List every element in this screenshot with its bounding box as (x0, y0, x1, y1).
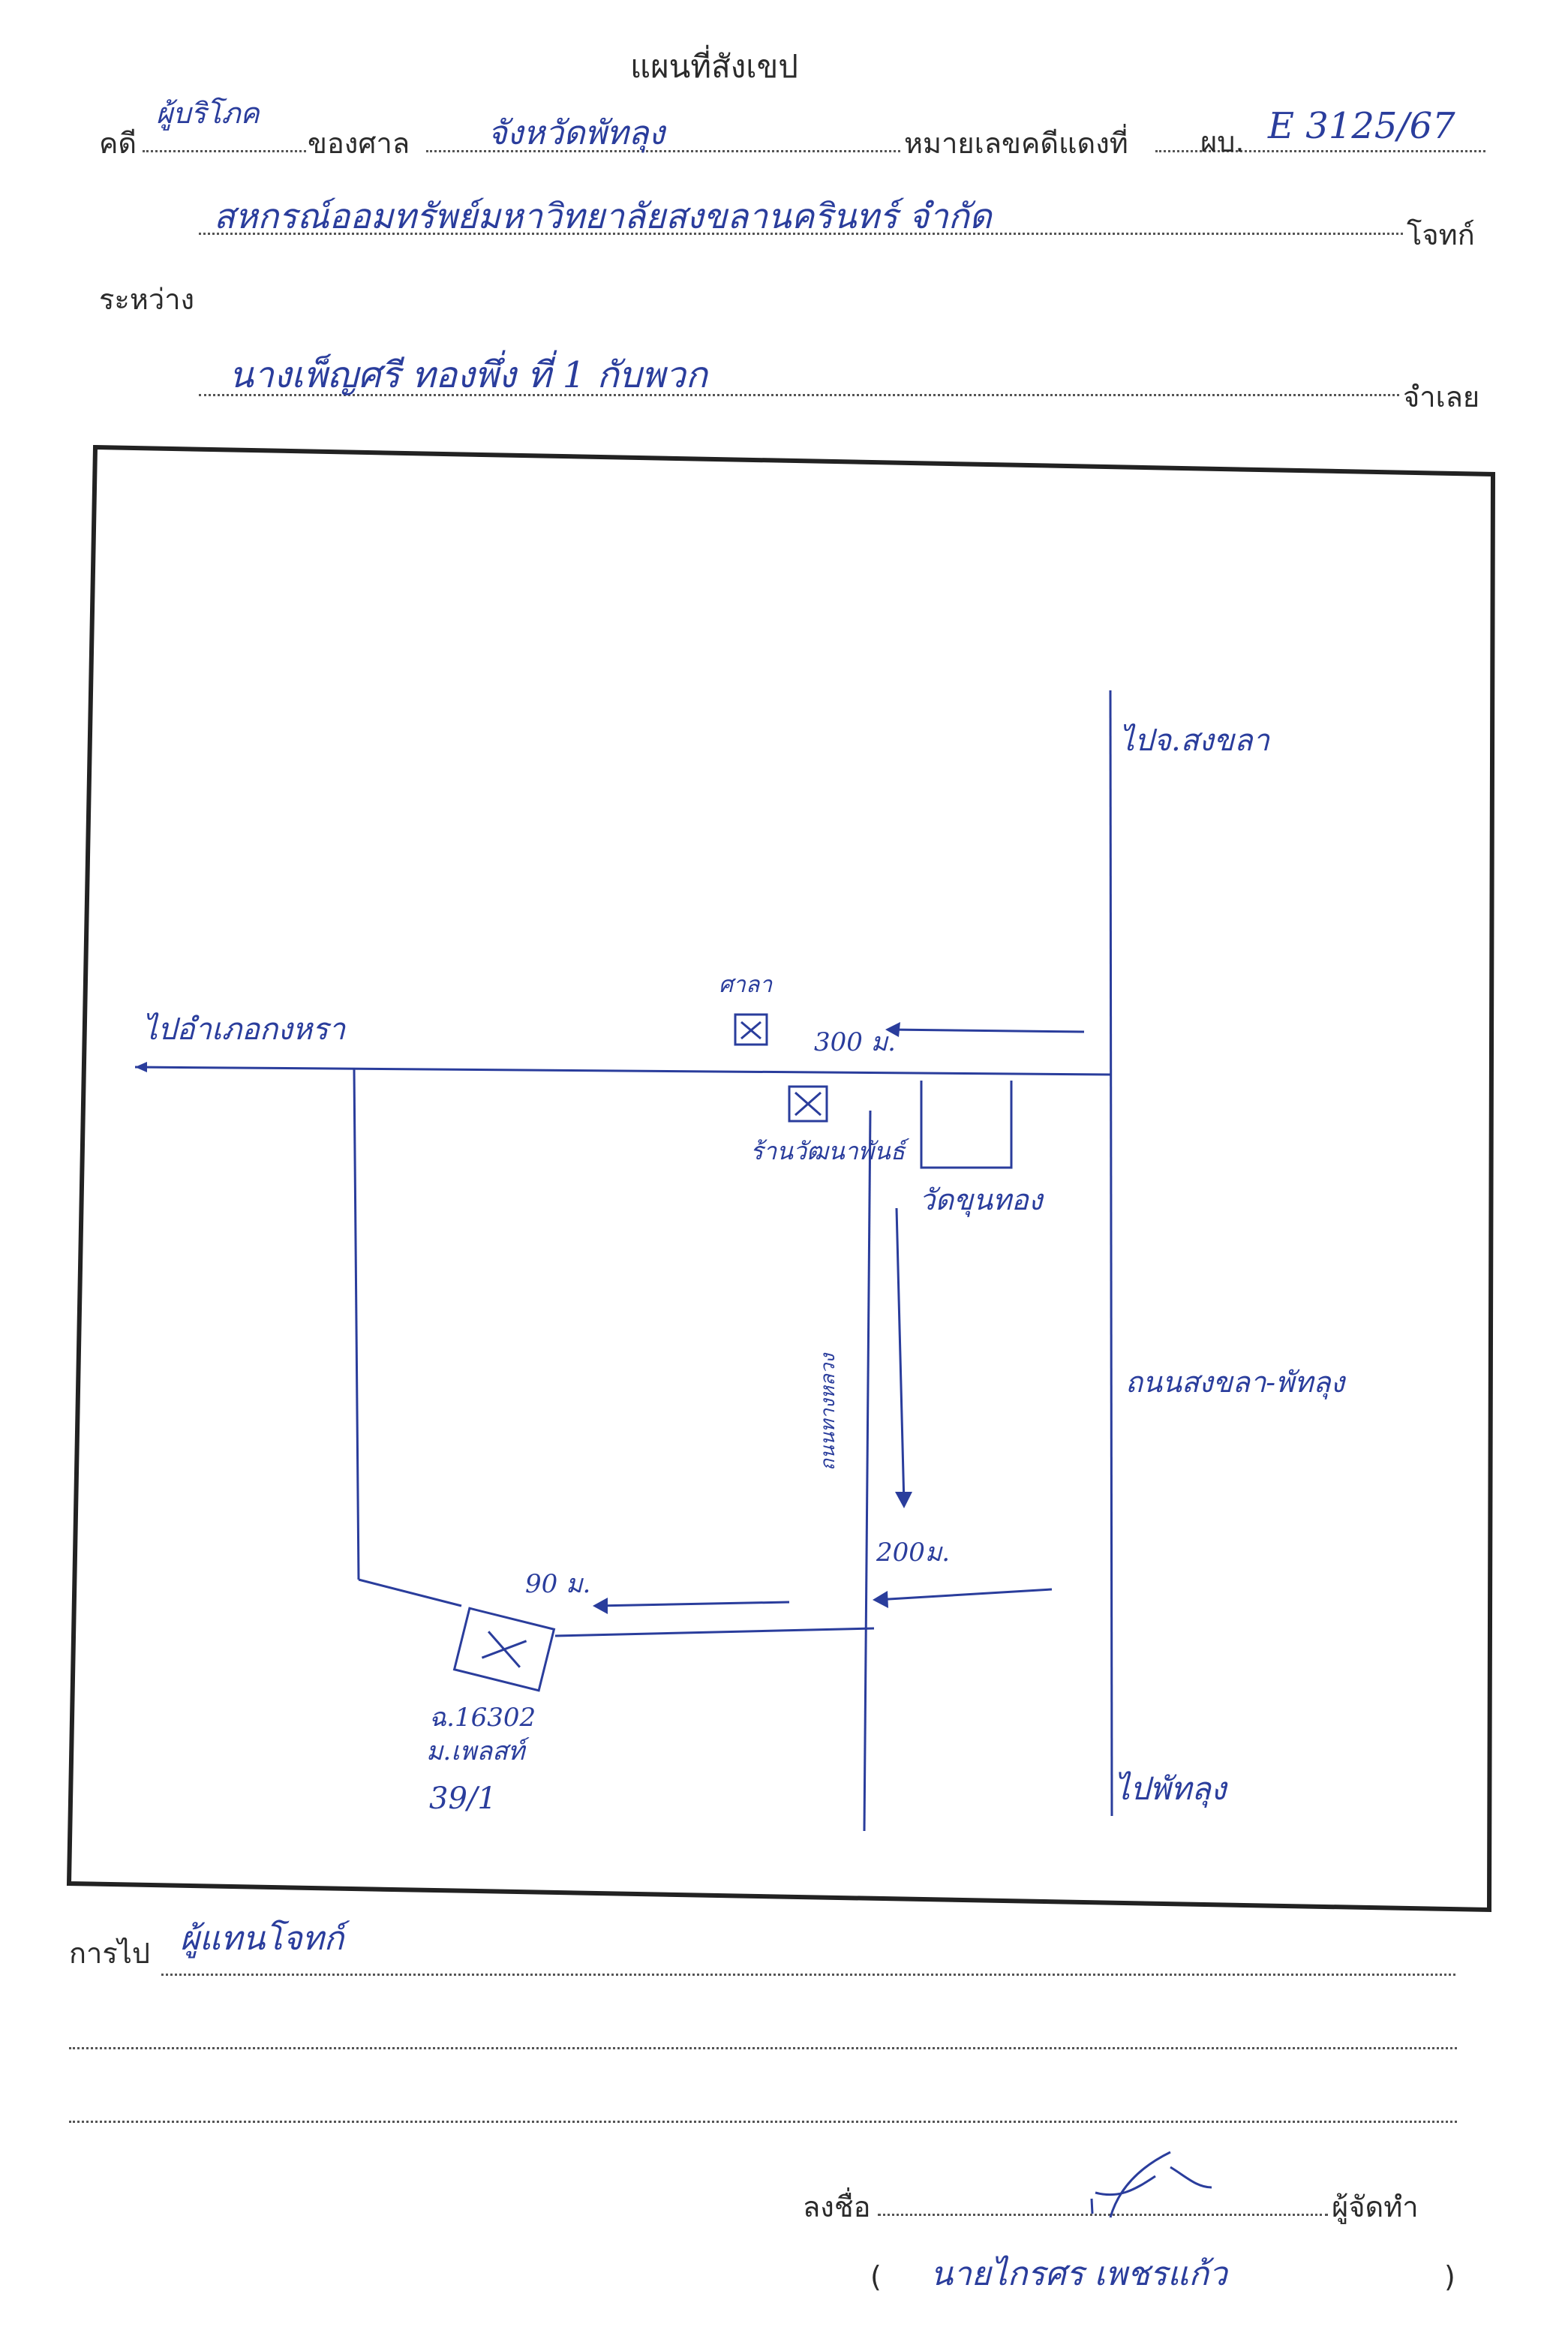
arrow-down (895, 1207, 906, 1505)
left-side-road (353, 1069, 360, 1580)
red-case-dotted-line (1155, 150, 1485, 152)
sign-label: ลงชื่อ (803, 2190, 871, 2223)
middle-road (863, 1110, 872, 1832)
arrow-90m (596, 1601, 790, 1607)
preparer-name: นายไกรศร เพชรแก้ว (930, 2255, 1227, 2293)
defendant-value: นางเพ็ญศรี ทองพึ่ง ที่ 1 กับพวก (229, 354, 707, 396)
label-shop: ร้านวัฒนาพันธ์ (750, 1137, 909, 1165)
label-300m: 300 ม. (814, 1027, 896, 1057)
highway-road (1109, 690, 1113, 1817)
label-90m: 90 ม. (525, 1569, 590, 1599)
plot-lane (554, 1627, 875, 1637)
defendant-label: จำเลย (1403, 380, 1480, 413)
red-case-label: หมายเลขคดีแดงที่ (904, 127, 1128, 160)
label-road-side: ถนนทางหลวง (817, 1352, 840, 1471)
directions-label: การไป (69, 1937, 150, 1970)
wat-khun-thong-box (920, 1081, 1013, 1169)
directions-dotted-line-3 (69, 2121, 1457, 2123)
label-plot-house-no: 39/1 (429, 1781, 497, 1816)
between-label: ระหว่าง (99, 283, 195, 316)
label-highway: ถนนสงขลา-พัทลุง (1125, 1366, 1347, 1399)
red-case-number: E 3125/67 (1268, 105, 1455, 147)
main-east-west-road (134, 1066, 1111, 1076)
court-value: จังหวัดพัทลุง (488, 114, 665, 152)
map-border (66, 444, 1496, 1913)
directions-value: ผู้แทนโจทก์ (180, 1920, 344, 1958)
arrow-300m (888, 1028, 1085, 1033)
court-dotted-line (426, 150, 900, 152)
defendant-dotted-line (199, 394, 1399, 396)
road-to-plot (358, 1578, 462, 1607)
signature-scribble (1090, 2151, 1212, 2218)
label-sala: ศาลา (719, 972, 773, 998)
label-to-phattalung: ไปพัทลุง (1114, 1770, 1228, 1808)
red-case-prefix: ผบ. (1200, 125, 1245, 158)
road-arrowhead-left (135, 1062, 147, 1072)
case-type-value: ผู้บริโภค (156, 97, 260, 130)
form-title: แผนที่สังเขป (630, 48, 798, 85)
court-label: ของศาล (308, 127, 410, 160)
plot-marker-icon (452, 1607, 556, 1692)
plaintiff-label: โจทก์ (1407, 218, 1475, 251)
label-to-songkhla: ไปจ.สงขลา (1119, 723, 1270, 758)
paren-open: ( (870, 2260, 882, 2293)
label-wat-khun-thong: วัดขุนทอง (919, 1183, 1044, 1217)
label-plot-deed: ฉ.16302 (429, 1703, 536, 1733)
label-200m: 200ม. (876, 1538, 950, 1568)
directions-dotted-line-2 (69, 2047, 1457, 2049)
sala-box-icon (734, 1013, 768, 1046)
preparer-label: ผู้จัดทำ (1332, 2190, 1419, 2223)
directions-dotted-line-1 (161, 1974, 1455, 1976)
case-label: คดี (99, 127, 137, 160)
shop-box-icon (788, 1085, 828, 1123)
case-dotted-line (143, 150, 306, 152)
label-plot-subdistrict: ม.เพลสท์ (426, 1736, 530, 1766)
label-to-kuan-khanun: ไปอำเภอกงหรา (143, 1012, 347, 1047)
plaintiff-value: สหกรณ์ออมทรัพย์มหาวิทยาลัยสงขลานครินทร์ … (214, 196, 992, 236)
paren-close: ) (1444, 2260, 1455, 2293)
plaintiff-dotted-line (199, 233, 1403, 235)
sign-dotted-line (878, 2214, 1328, 2216)
arrow-200m (876, 1588, 1053, 1601)
